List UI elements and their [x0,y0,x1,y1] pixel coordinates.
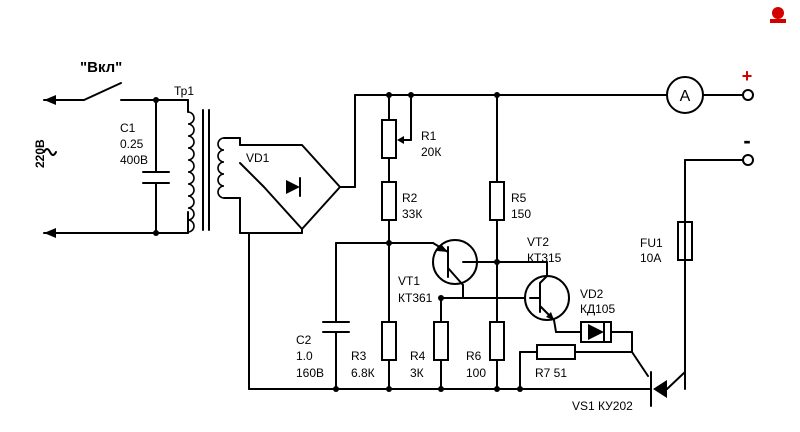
vt2-name: VT2 [527,235,549,249]
ac-tilde [43,148,57,156]
vt1-type: КТ361 [398,291,433,305]
r4-value: 3К [410,366,424,380]
ammeter [666,76,704,114]
resistor-r3 [381,321,397,390]
switch-vkl [83,82,189,101]
r4-name: R4 [410,349,426,363]
potentiometer-r1 [381,94,412,183]
fu1-value: 10А [640,251,661,265]
vd2-type: КД105 [580,302,615,316]
c1-name: C1 [120,121,136,135]
transistor-vt2 [496,261,570,333]
vt2-type: КТ315 [527,251,562,265]
transistor-vt1 [388,239,498,299]
r1-value: 20К [421,145,441,159]
resistor-r2 [381,181,397,323]
plus-terminal-label: + [742,66,753,86]
resistor-r4 [433,295,531,390]
r5-value: 150 [511,207,531,221]
c2-voltage: 160В [296,366,324,380]
switch-label: "Вкл" [80,59,122,76]
positive-rail [354,89,754,101]
fu1-name: FU1 [640,236,663,250]
r6-value: 100 [466,366,486,380]
r2-value: 33К [402,207,422,221]
transformer-tr1 [187,99,241,234]
capacitor-c2 [322,242,390,390]
c1-value: 0.25 [120,137,144,151]
resistor-r7 [517,344,633,392]
bridge-vd1 [239,94,356,234]
c1-voltage: 400В [120,153,148,167]
mains-input [43,95,189,238]
diode-vd2 [555,321,633,353]
ammeter-label: A [680,88,691,105]
r5-name: R5 [511,191,527,205]
r6-name: R6 [466,349,482,363]
r3-name: R3 [351,349,367,363]
capacitor-c1 [142,97,170,236]
fuse-fu1 [677,221,693,373]
mains-label: 220В [33,139,47,168]
vs1-label: VS1 КУ202 [572,399,633,413]
resistor-r5 [489,94,505,323]
vt1-name: VT1 [398,274,420,288]
c2-name: C2 [296,333,312,347]
minus-terminal-label: - [743,128,750,153]
r3-value: 6.8К [351,366,375,380]
tr1-label: Тр1 [174,84,194,98]
vd2-name: VD2 [580,287,604,301]
c2-value: 1.0 [296,349,313,363]
vd1-label: VD1 [246,151,270,165]
r1-name: R1 [421,129,437,143]
corner-logo [770,7,786,23]
r7-label: R7 51 [535,366,567,380]
r2-name: R2 [402,191,418,205]
thyristor-vs1 [609,351,686,407]
resistor-r6 [489,321,505,390]
negative-terminal [684,154,754,223]
bottom-rail [248,232,611,392]
